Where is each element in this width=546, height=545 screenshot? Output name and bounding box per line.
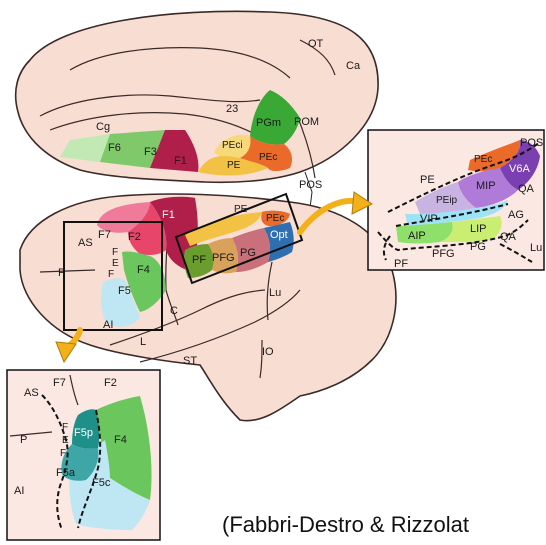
medial-area-peci-label: PEci — [222, 140, 243, 151]
medial-sulcus-ca: Ca — [346, 60, 361, 72]
medial-area-f1-label: F1 — [174, 155, 187, 167]
inset-r-qa2: QA — [500, 231, 517, 243]
inset-l-f2: F2 — [104, 377, 117, 389]
inset-r-lip: LIP — [470, 223, 487, 235]
inset-l-as: AS — [24, 387, 39, 399]
lateral-area-pf-label: PF — [192, 254, 206, 266]
inset-r-pfg: PFG — [432, 248, 455, 260]
inset-r-pe: PE — [420, 174, 435, 186]
inset-l-f5a: F5a — [56, 467, 76, 479]
medial-sulcus-cg: Cg — [96, 121, 110, 133]
lateral-sulcus-io: IO — [262, 346, 274, 358]
inset-l-p: P — [20, 434, 27, 446]
pos-connector-label: POS — [299, 179, 322, 191]
left-inset: AS F7 F2 P F E F F5p F4 F5a F5c AI — [7, 370, 160, 540]
lateral-sulcus-l: L — [140, 336, 146, 348]
medial-sulcus-pom: POM — [294, 116, 319, 128]
inset-l-al: AI — [14, 485, 24, 497]
lateral-area-opt-label: Opt — [270, 229, 288, 241]
medial-area-f3-label: F3 — [144, 146, 157, 158]
medial-area-23-label: 23 — [226, 103, 238, 115]
lateral-sulcus-fef-3: F — [108, 269, 114, 280]
inset-l-f5c: F5c — [92, 477, 111, 489]
inset-r-aip: AIP — [408, 230, 426, 242]
inset-l-f4: F4 — [114, 434, 127, 446]
lateral-area-f1-label: F1 — [162, 209, 175, 221]
inset-r-ag: AG — [508, 209, 524, 221]
lateral-area-pfg-label: PFG — [212, 252, 235, 264]
inset-r-vip: VIP — [420, 213, 438, 225]
medial-area-f6-label: F6 — [108, 142, 121, 154]
inset-l-fef-1: F — [62, 422, 68, 433]
lateral-sulcus-st: ST — [183, 355, 197, 367]
inset-r-pos: POS — [520, 137, 543, 149]
lateral-sulcus-fef-1: F — [112, 247, 118, 258]
lateral-area-f5-label: F5 — [118, 285, 131, 297]
lateral-area-pec-label: PEc — [266, 213, 284, 224]
inset-l-f5p: F5p — [74, 427, 93, 439]
inset-r-pec: PEc — [474, 154, 492, 165]
inset-r-lu: Lu — [530, 242, 542, 254]
inset-r-mip: MIP — [476, 180, 496, 192]
lateral-area-f2-label: F2 — [128, 231, 141, 243]
inset-r-v6a: V6A — [509, 163, 530, 175]
lateral-sulcus-as: AS — [78, 237, 93, 249]
lateral-sulcus-fef-2: E — [112, 258, 119, 269]
inset-r-pg: PG — [470, 241, 486, 253]
inset-l-fef-3: F — [60, 448, 66, 459]
medial-area-pgm-label: PGm — [256, 117, 281, 129]
inset-r-pf: PF — [394, 258, 408, 270]
inset-r-qa1: QA — [518, 183, 535, 195]
lateral-sulcus-lu: Lu — [269, 287, 281, 299]
medial-sulcus-ot: OT — [308, 38, 324, 50]
citation-text: (Fabbri-Destro & Rizzolat — [222, 512, 469, 538]
medial-view: OT Ca POM Cg 23 F6 F3 F1 PEci PE PGm PEc — [16, 11, 378, 182]
medial-area-pec-label: PEc — [259, 152, 277, 163]
lateral-area-pg-label: PG — [240, 247, 256, 259]
inset-l-fef-2: E — [62, 435, 69, 446]
right-inset: POS PEc V6A PE MIP QA PEip VIP AG AIP LI… — [368, 130, 544, 270]
inset-l-f7: F7 — [53, 377, 66, 389]
lateral-area-f7-label: F7 — [98, 229, 111, 241]
lateral-area-f4-label: F4 — [137, 264, 150, 276]
lateral-sulcus-c: C — [170, 305, 178, 317]
medial-area-pe-label: PE — [227, 160, 241, 171]
inset-r-peip: PEip — [436, 195, 458, 206]
